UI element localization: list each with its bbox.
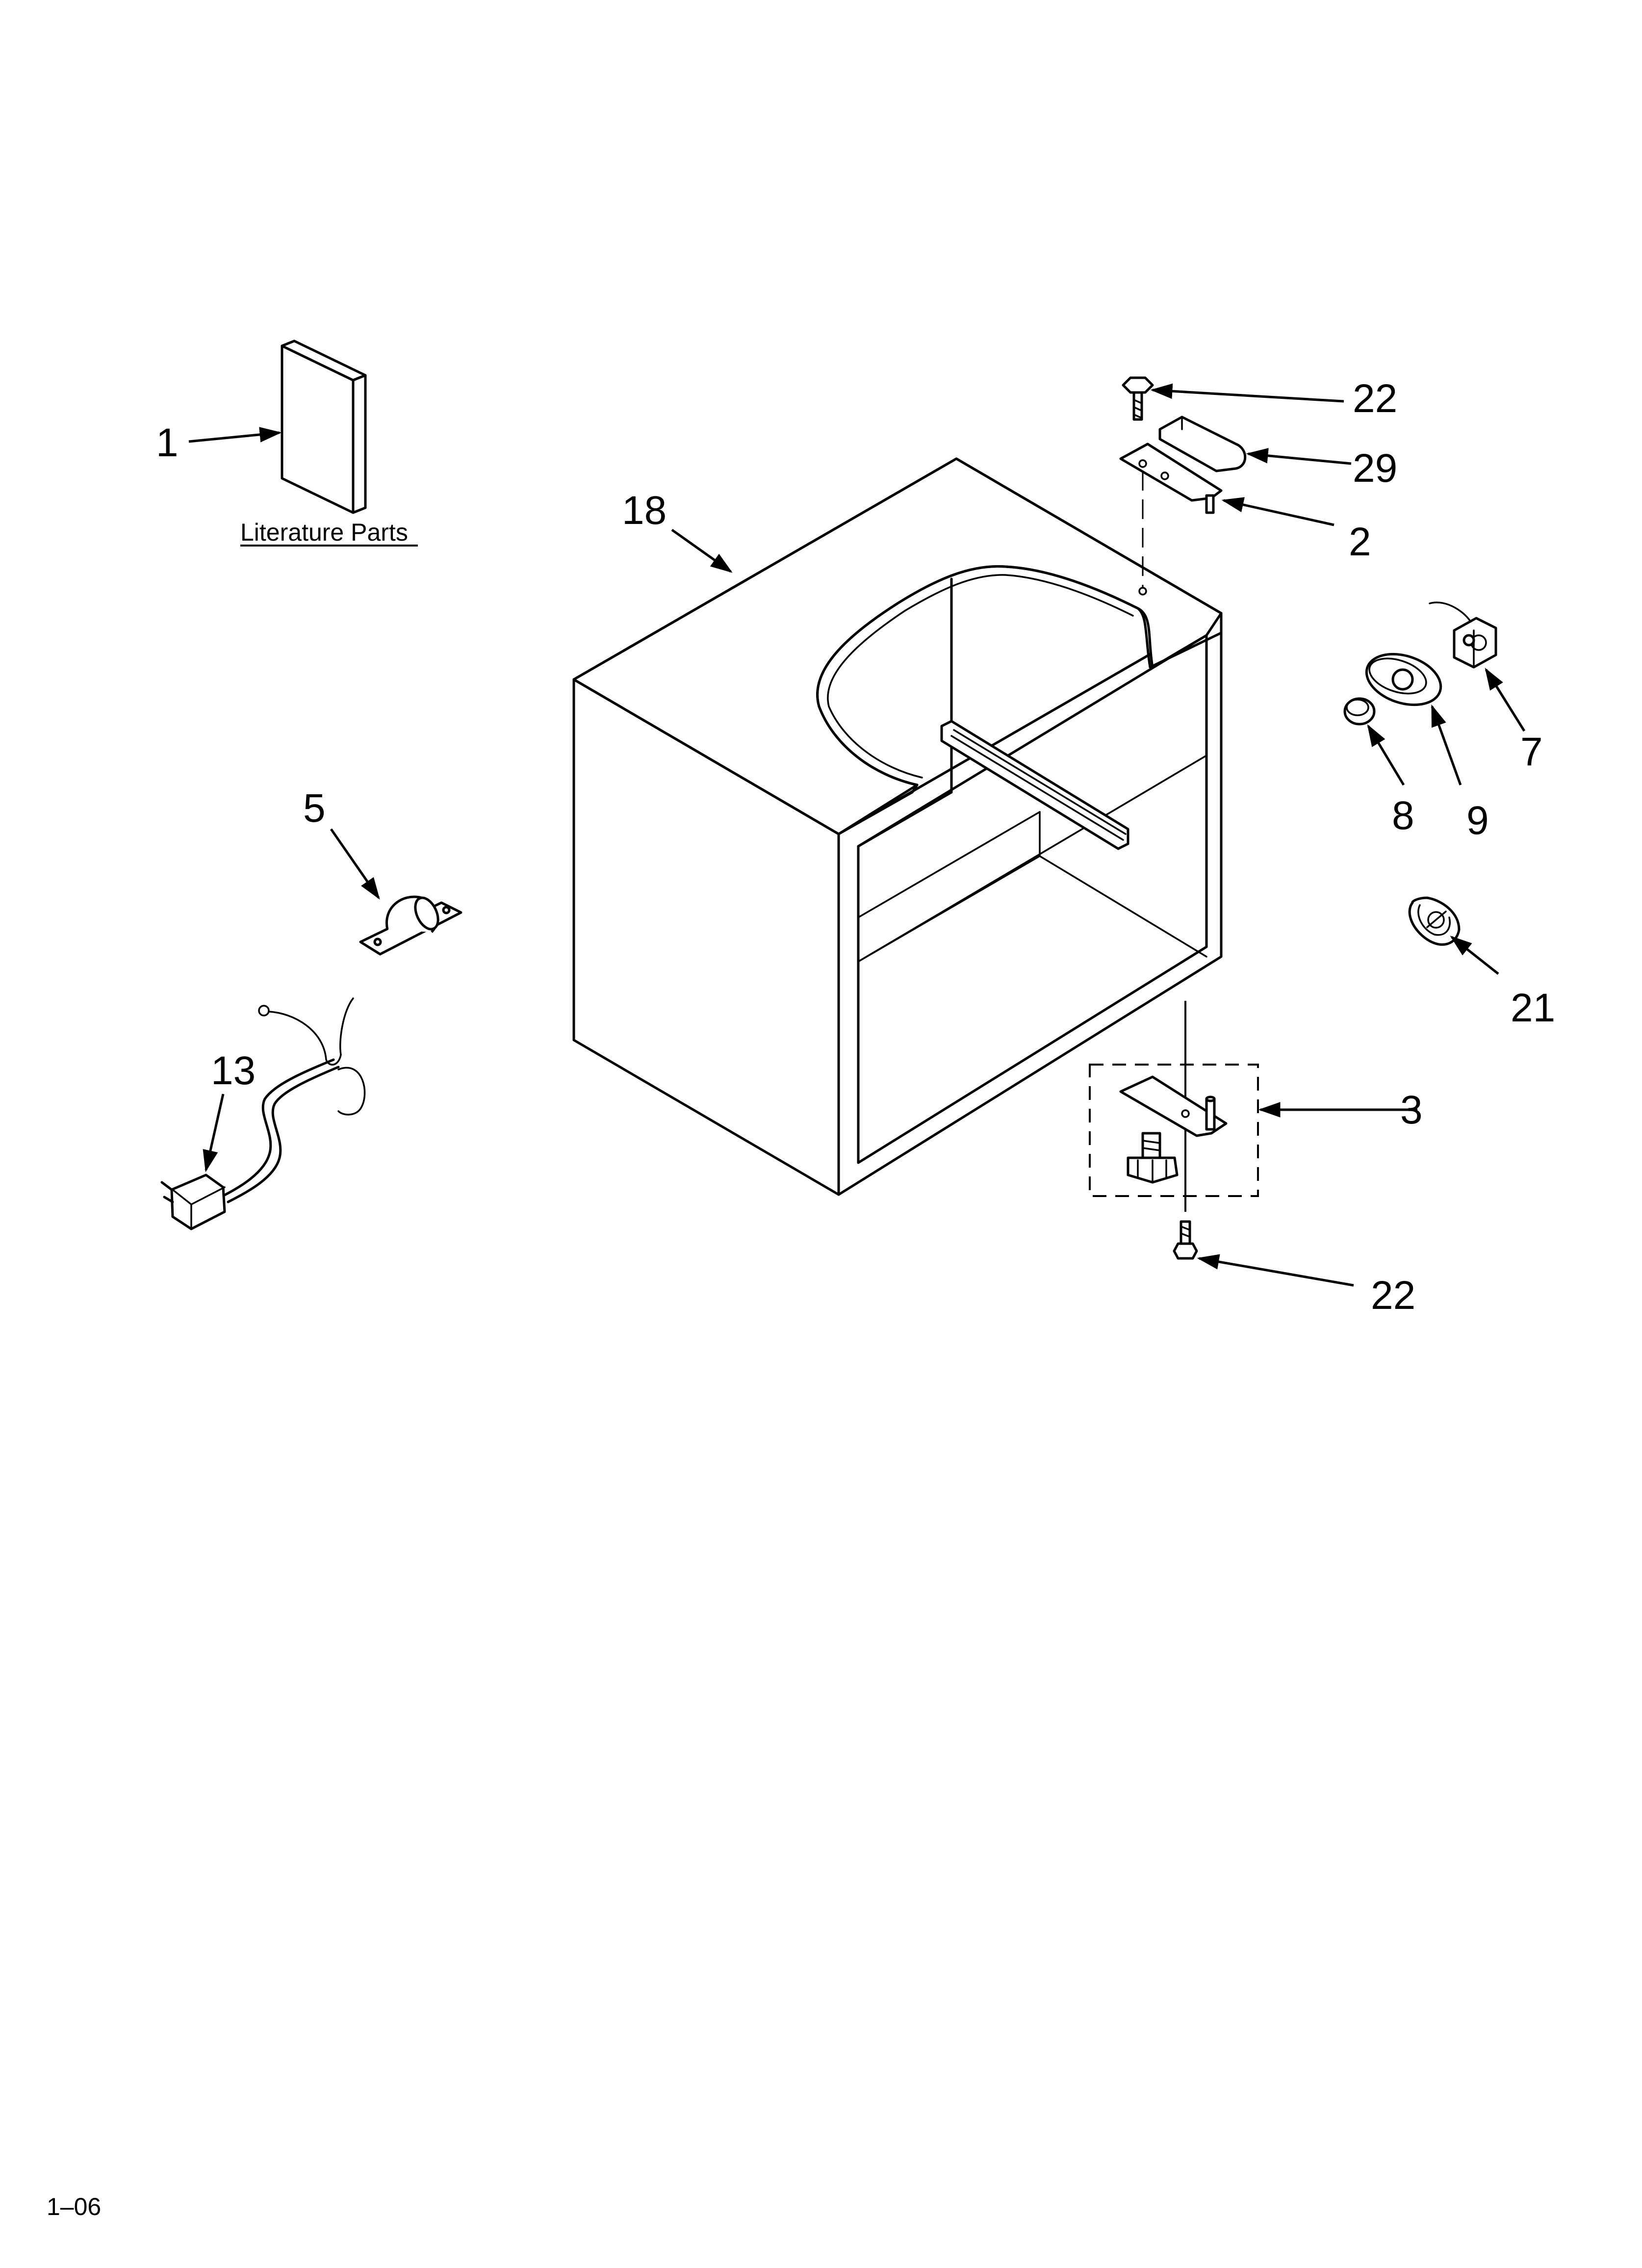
part-label-13: 13	[211, 1048, 256, 1093]
literature-parts-caption: Literature Parts	[240, 519, 408, 546]
part-label-8: 8	[1392, 793, 1414, 838]
hinge-hole-top	[1138, 587, 1147, 596]
bottom-hinge-group-box	[1089, 1064, 1259, 1197]
callout-arrow-22-bottom	[1197, 1254, 1354, 1287]
top-hinge-plate-part	[1119, 443, 1223, 514]
hinge-cover-part	[1158, 416, 1247, 472]
part-label-18: 18	[622, 488, 667, 533]
page-code: 1–06	[47, 2193, 101, 2220]
part-label-9: 9	[1466, 798, 1489, 843]
callout-arrow-7	[1485, 668, 1526, 732]
callout-arrow-21	[1450, 936, 1499, 975]
tube-clamp-part	[359, 895, 462, 956]
part-label-29: 29	[1353, 446, 1397, 491]
bottom-hinge-part	[1119, 1075, 1228, 1184]
callout-arrow-9	[1431, 704, 1462, 785]
part-label-22-bottom: 22	[1371, 1273, 1415, 1318]
callout-arrow-29	[1246, 448, 1352, 465]
callout-arrow-8	[1367, 724, 1405, 786]
callout-arrow-22-top	[1150, 383, 1344, 403]
part-label-3: 3	[1400, 1088, 1423, 1132]
callout-arrow-13	[203, 1094, 225, 1173]
control-housing-part	[1365, 652, 1442, 706]
part-label-22-top: 22	[1353, 376, 1397, 421]
bottom-hinge-screw-part	[1173, 1220, 1198, 1260]
thermostat-clip-part	[1408, 896, 1461, 946]
thermostat-part	[1429, 601, 1497, 669]
literature-booklet-part	[281, 339, 367, 514]
power-cord-part	[160, 997, 366, 1230]
part-label-21: 21	[1511, 986, 1555, 1030]
callout-arrow-1	[188, 427, 282, 443]
top-hinge-screw-part	[1122, 376, 1154, 421]
cabinet-part	[572, 457, 1223, 1196]
callout-arrow-5	[330, 828, 380, 900]
part-label-2: 2	[1349, 520, 1371, 564]
part-label-5: 5	[303, 786, 326, 831]
part-label-1: 1	[156, 420, 179, 465]
callout-arrow-18	[671, 528, 733, 573]
part-label-7: 7	[1520, 730, 1543, 774]
knob-part	[1343, 697, 1376, 726]
callout-arrow-2	[1221, 497, 1334, 526]
